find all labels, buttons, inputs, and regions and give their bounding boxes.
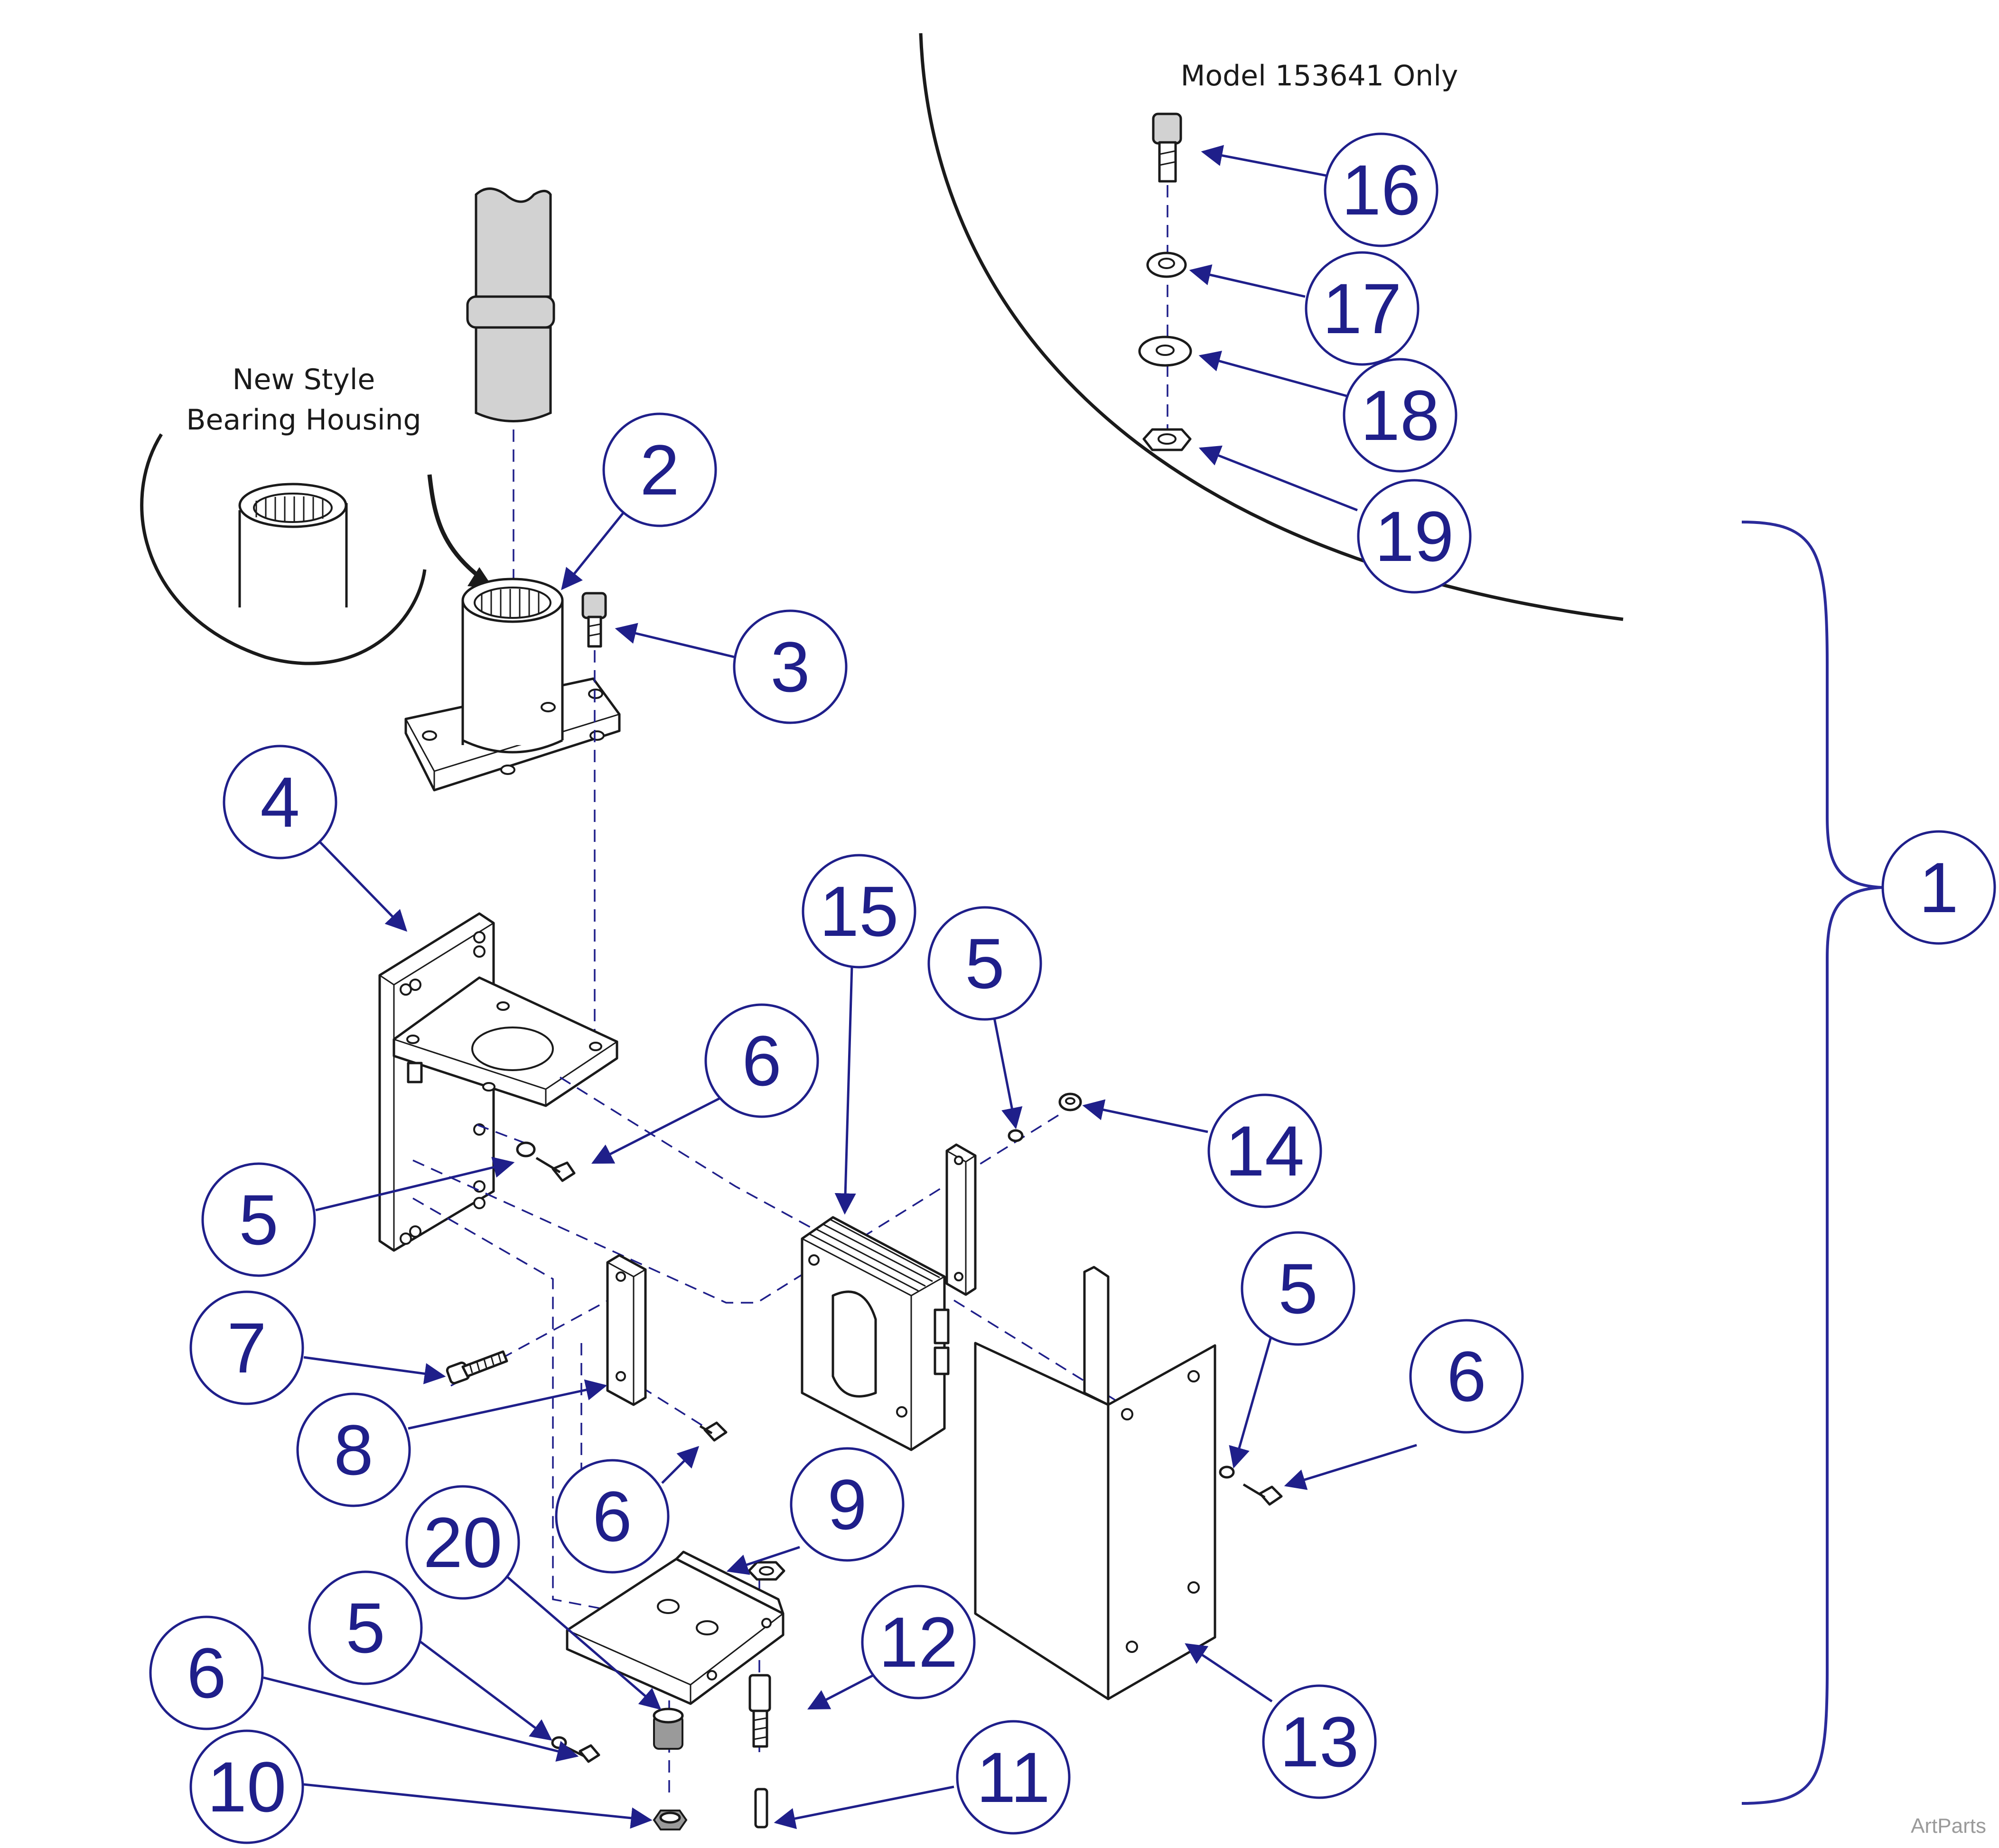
part-3-cap-screw xyxy=(581,592,607,648)
callout-6c-label: 6 xyxy=(592,1476,632,1556)
callout-6b: 6 xyxy=(1409,1319,1524,1434)
assembly-line-13 xyxy=(953,1299,1215,1463)
part-17-lock-washer xyxy=(1146,252,1187,278)
callout-13: 13 xyxy=(1262,1684,1377,1799)
part-15-side-strap xyxy=(945,1143,977,1296)
callout-14-label: 14 xyxy=(1225,1111,1305,1191)
callout-5b: 5 xyxy=(927,906,1042,1021)
callout-6d: 6 xyxy=(149,1615,264,1730)
callout-5d: 5 xyxy=(308,1570,423,1685)
callout-19-label: 19 xyxy=(1375,496,1454,576)
callout-12: 12 xyxy=(861,1585,976,1699)
inset-pointer xyxy=(427,474,490,586)
callout-4-label: 4 xyxy=(260,762,299,842)
callout-8-label: 8 xyxy=(334,1410,373,1490)
assembly-line-6 xyxy=(624,1375,708,1429)
callout-1-label: 1 xyxy=(1919,848,1958,927)
part-10-nut xyxy=(653,1810,688,1830)
part-8-strap xyxy=(606,1254,647,1406)
part-2-bearing-housing xyxy=(404,578,621,792)
callout-17: 17 xyxy=(1305,251,1420,366)
callout-19: 19 xyxy=(1357,479,1472,594)
part-6-screw-strap xyxy=(699,1421,728,1442)
part-5-lock-washer-upper xyxy=(1008,1129,1024,1142)
assembly-line-7-14 xyxy=(412,1114,1059,1304)
callout-10-label: 10 xyxy=(207,1747,287,1827)
callout-2-label: 2 xyxy=(640,430,679,510)
callout-8: 8 xyxy=(296,1392,411,1507)
part-9-nut xyxy=(747,1561,785,1581)
callout-6a: 6 xyxy=(704,1003,819,1118)
callout-5c-label: 5 xyxy=(1278,1249,1317,1328)
callout-14: 14 xyxy=(1207,1093,1322,1208)
callout-7-label: 7 xyxy=(227,1308,266,1388)
callout-17-label: 17 xyxy=(1323,269,1402,348)
callout-5a: 5 xyxy=(201,1162,316,1277)
part-12-fuse-holder xyxy=(748,1674,771,1748)
detail-circle-arc xyxy=(919,33,1624,621)
callout-6d-label: 6 xyxy=(187,1633,226,1713)
callout-11-label: 11 xyxy=(976,1737,1050,1817)
callout-13-label: 13 xyxy=(1280,1702,1359,1782)
part-5-lock-washer-bracket xyxy=(516,1141,536,1157)
column-shaft xyxy=(466,187,555,422)
callout-20-label: 20 xyxy=(423,1503,503,1582)
callout-15: 15 xyxy=(802,854,916,969)
callout-2: 2 xyxy=(602,412,717,527)
callout-11: 11 xyxy=(956,1720,1071,1835)
callout-16-label: 16 xyxy=(1342,150,1421,230)
callout-6c: 6 xyxy=(555,1459,670,1574)
callout-3: 3 xyxy=(733,609,848,724)
part-19-hex-nut xyxy=(1142,428,1192,451)
part-20-strain-relief xyxy=(653,1708,684,1750)
part-5-lock-washer-lower xyxy=(551,1736,567,1749)
part-6-screw-cover xyxy=(1242,1483,1283,1506)
callout-6b-label: 6 xyxy=(1447,1336,1486,1416)
callout-10: 10 xyxy=(189,1729,304,1844)
callout-9-label: 9 xyxy=(827,1465,867,1544)
part-6-screw-bracket xyxy=(535,1157,576,1182)
callout-5c: 5 xyxy=(1241,1231,1355,1346)
callout-5a-label: 5 xyxy=(239,1180,278,1260)
new-style-label-line2: Bearing Housing xyxy=(186,403,421,437)
callout-18-label: 18 xyxy=(1361,375,1440,455)
callout-9: 9 xyxy=(790,1447,905,1562)
callout-1: 1 xyxy=(1881,830,1996,945)
assembly-line-7 xyxy=(450,1295,617,1387)
artparts-credit: ArtParts xyxy=(1911,1814,1986,1838)
part-15-transformer xyxy=(801,1216,950,1451)
leader-lines xyxy=(263,145,1417,1829)
callout-16: 16 xyxy=(1324,132,1439,247)
callout-4: 4 xyxy=(223,745,337,859)
callout-18: 18 xyxy=(1343,358,1457,473)
inset-callout-outline xyxy=(140,433,427,665)
part-13-cover xyxy=(974,1266,1216,1700)
callout-5b-label: 5 xyxy=(965,924,1004,1003)
part-11-fuse xyxy=(754,1788,768,1829)
part-18-flat-washer xyxy=(1138,336,1192,367)
callout-12-label: 12 xyxy=(879,1602,958,1682)
part-4-mounting-bracket xyxy=(378,912,618,1252)
callout-5d-label: 5 xyxy=(346,1588,385,1668)
callout-6a-label: 6 xyxy=(742,1021,781,1101)
part-9-bracket-plate xyxy=(566,1550,785,1705)
callout-20: 20 xyxy=(405,1485,520,1600)
part-7-long-screw xyxy=(446,1350,508,1385)
assembly-brace xyxy=(1741,521,1882,1805)
new-style-label-line1: New Style xyxy=(233,363,375,396)
model-only-note: Model 153641 Only xyxy=(1181,59,1458,93)
assembly-line-5 xyxy=(476,1124,527,1145)
part-5-lock-washer-cover xyxy=(1219,1465,1235,1479)
assembly-line-9 xyxy=(412,1197,603,1610)
new-style-bearing-housing xyxy=(238,483,348,607)
callout-3-label: 3 xyxy=(770,627,810,707)
part-16-cap-screw xyxy=(1152,112,1182,183)
part-14-nut xyxy=(1058,1092,1082,1111)
callout-15-label: 15 xyxy=(820,871,899,951)
callout-7: 7 xyxy=(189,1290,304,1405)
